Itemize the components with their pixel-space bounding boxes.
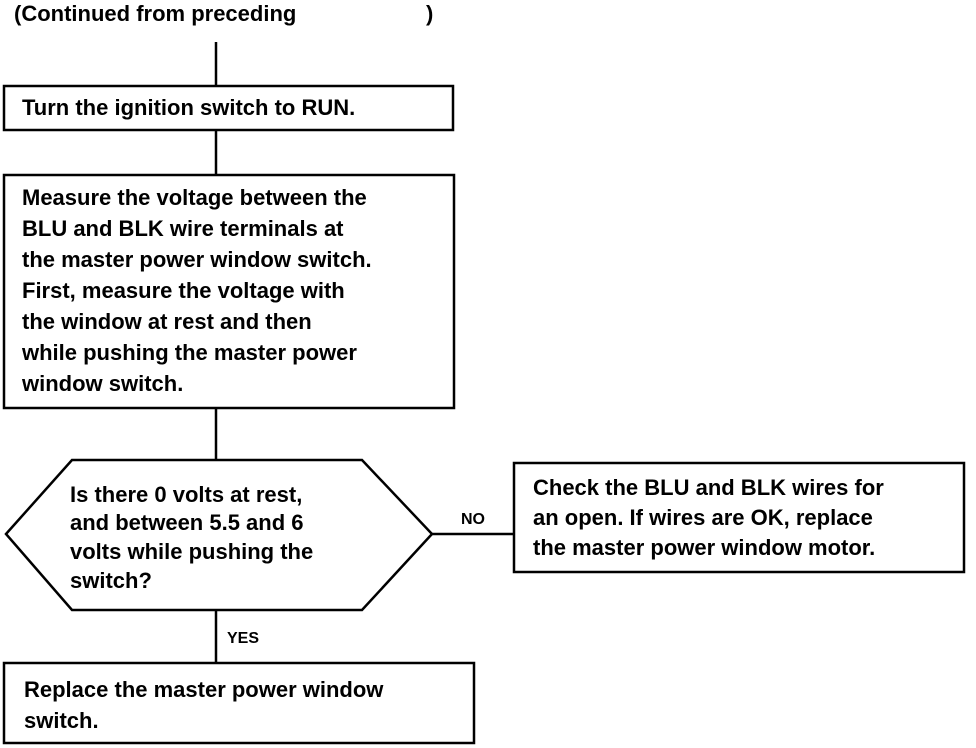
continued-close-paren: ) bbox=[426, 1, 434, 26]
measure-line: Measure the voltage between the bbox=[22, 185, 367, 210]
replace-switch-box bbox=[2, 661, 476, 745]
decision-line: and between 5.5 and 6 bbox=[70, 510, 304, 535]
measure-line: while pushing the master power bbox=[22, 340, 357, 365]
measure-line: window switch. bbox=[22, 371, 184, 396]
check-wires-box bbox=[512, 461, 966, 574]
check-wires-line: Check the BLU and BLK wires for bbox=[533, 475, 884, 500]
measure-line: the window at rest and then bbox=[22, 309, 312, 334]
replace-switch-line: Replace the master power window bbox=[24, 677, 384, 702]
decision-line: Is there 0 volts at rest, bbox=[70, 482, 303, 507]
ignition-step-box bbox=[2, 84, 455, 132]
check-wires-line: an open. If wires are OK, replace bbox=[533, 505, 873, 530]
check-wires-line: the master power window motor. bbox=[533, 535, 876, 560]
measure-line: the master power window switch. bbox=[22, 247, 372, 272]
continued-label: (Continued from preceding bbox=[14, 1, 297, 26]
no-branch-label: NO bbox=[461, 511, 485, 528]
decision-line: switch? bbox=[70, 568, 152, 593]
yes-branch-label: YES bbox=[227, 630, 260, 647]
measure-step-box bbox=[2, 173, 456, 410]
measure-line: First, measure the voltage with bbox=[22, 278, 345, 303]
replace-switch-line: switch. bbox=[24, 708, 99, 733]
decision-line: volts while pushing the bbox=[70, 539, 314, 564]
measure-line: BLU and BLK wire terminals at bbox=[22, 216, 344, 241]
ignition-step-text: Turn the ignition switch to RUN. bbox=[22, 95, 356, 120]
decision-diamond bbox=[4, 458, 434, 612]
